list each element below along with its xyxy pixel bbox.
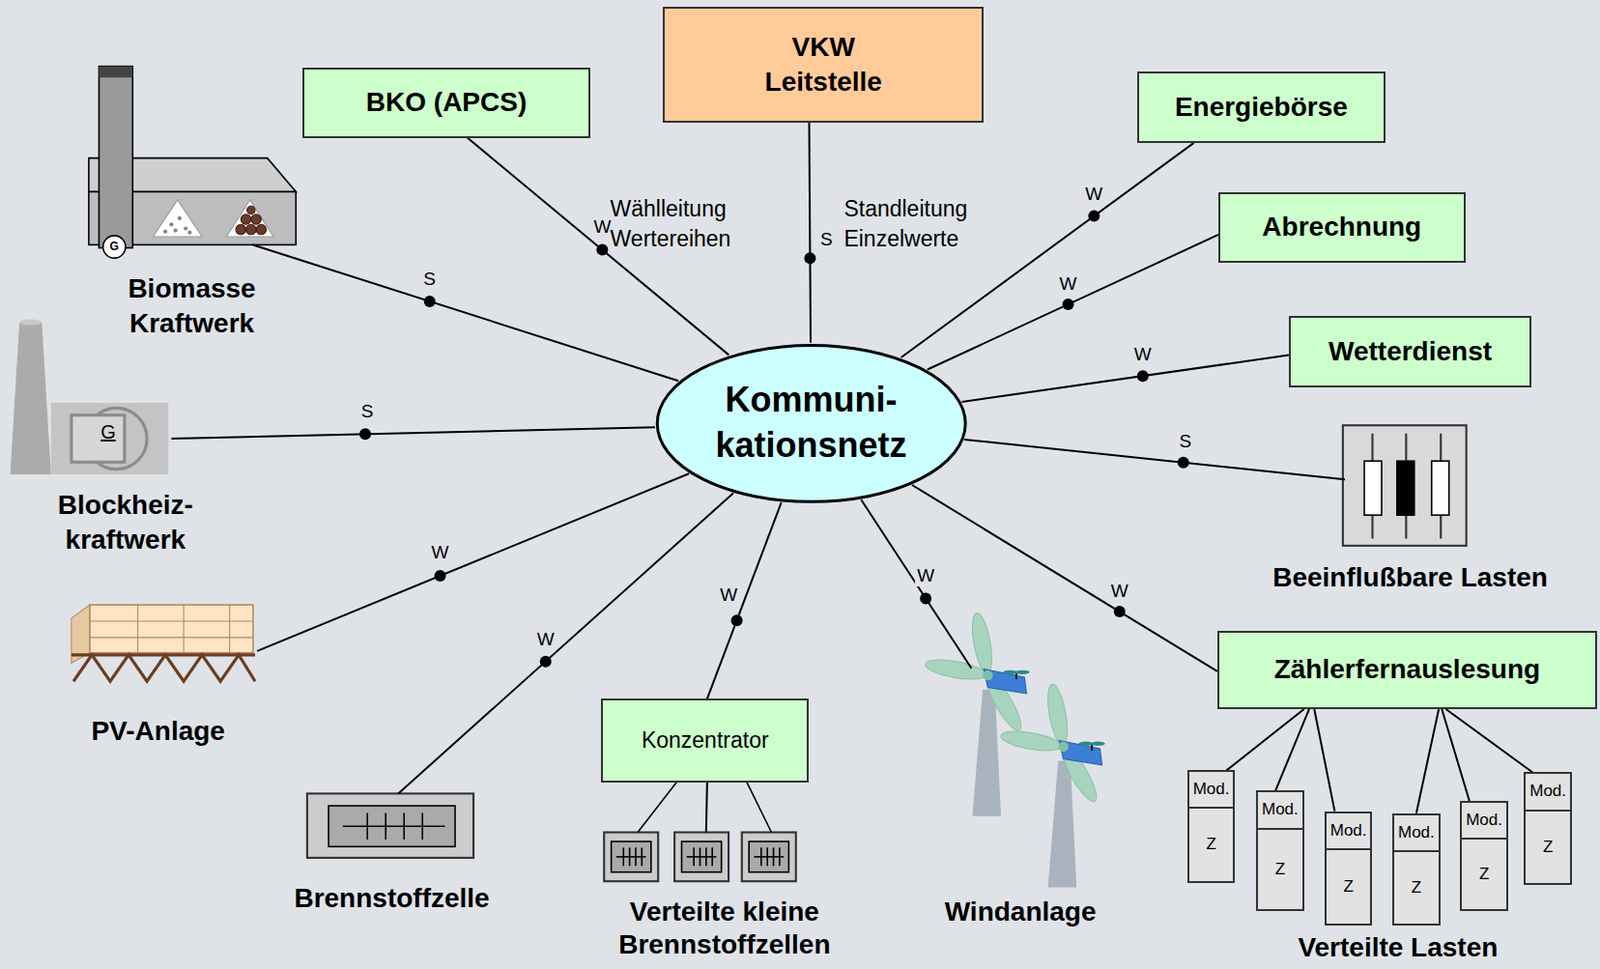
generator-mark: G: [110, 238, 119, 255]
connector-line: [706, 782, 708, 833]
line-type-label: S: [1177, 431, 1195, 453]
module-label: Mod.: [1326, 813, 1372, 851]
meter-box: Mod.Z: [1187, 770, 1235, 883]
line-dot: [803, 252, 816, 264]
line-dot: [1087, 210, 1100, 223]
node-label: Biomasse Kraftwerk: [99, 271, 284, 343]
module-label: Mod.: [1525, 773, 1572, 811]
connector-line: [860, 499, 972, 668]
line-type-label: W: [717, 585, 740, 606]
connector-line: [1314, 709, 1335, 812]
process-box: BKO (APCS): [302, 67, 592, 139]
module-label: Mod.: [1461, 802, 1507, 840]
meter-label: Z: [1525, 811, 1572, 884]
node-label: Brennstoffzelle: [258, 881, 525, 916]
connector-line: [927, 234, 1219, 371]
line-dot: [596, 244, 608, 257]
generator-mark: G: [100, 419, 116, 446]
node-label: VKW Leitstelle: [737, 29, 912, 101]
meter-label: Z: [1189, 808, 1233, 881]
node-label: Konzentrator: [641, 726, 770, 756]
small-fuel-cells: Verteilte kleine Brennstoffzellen: [597, 830, 853, 964]
line-type-note: Wählleitung Wertereihen: [610, 194, 754, 255]
wind-turbines: Windanlage: [923, 630, 1123, 933]
line-dot: [434, 570, 447, 582]
meter-box: Mod.Z: [1459, 800, 1509, 912]
meter-label: Z: [1326, 850, 1372, 924]
node-label: BKO (APCS): [366, 85, 527, 120]
control-center-box: VKW Leitstelle: [662, 6, 984, 122]
line-type-label: S: [359, 401, 376, 423]
connector-line: [1416, 709, 1439, 814]
node-label: Energiebörse: [1174, 89, 1348, 125]
connector-line: [961, 355, 1288, 402]
pv-plant: PV-Anlage: [66, 600, 261, 753]
ellipse-outline: [655, 342, 968, 505]
line-dot: [540, 656, 552, 668]
process-box: Abrechnung: [1218, 192, 1466, 264]
line-type-label: W: [1132, 344, 1154, 366]
node-label: Kommuni- kationsnetz: [688, 377, 934, 469]
process-box: Zählerfernauslesung: [1217, 630, 1598, 710]
connector-line: [1446, 709, 1534, 773]
node-label: Verteilte kleine Brennstoffzellen: [592, 895, 858, 961]
node-label: PV-Anlage: [66, 714, 251, 749]
module-label: Mod.: [1257, 792, 1303, 829]
connector-line: [707, 502, 782, 699]
line-dot: [919, 592, 932, 604]
meter-label: Z: [1461, 839, 1507, 910]
line-dot: [359, 428, 372, 440]
connector-line: [808, 122, 811, 343]
connector-line: [1275, 709, 1310, 792]
line-type-label: W: [1083, 184, 1105, 205]
line-type-label: W: [914, 566, 937, 587]
process-box: Wetterdienst: [1288, 315, 1532, 388]
line-type-label: W: [591, 217, 613, 238]
line-type-label: S: [421, 269, 438, 290]
line-type-label: S: [818, 229, 835, 251]
module-label: Mod.: [1394, 815, 1440, 853]
line-type-note: Standleitung Einzelwerte: [843, 194, 997, 255]
line-type-label: W: [1109, 581, 1131, 602]
connector-line: [964, 439, 1345, 480]
group-caption: Verteilte Lasten: [1244, 931, 1551, 965]
node-label: Beeinflußbare Lasten: [1241, 560, 1579, 596]
module-label: Mod.: [1189, 771, 1233, 809]
biomass-plant: Biomasse Kraftwerk: [81, 62, 306, 351]
line-dot: [1062, 298, 1075, 311]
node-label: Blockheiz- kraftwerk: [28, 487, 224, 559]
ellipse-shape: [657, 344, 966, 502]
meter-label: Z: [1257, 829, 1303, 911]
line-dot: [731, 614, 743, 627]
line-dot: [1177, 457, 1190, 469]
node-label: Windanlage: [921, 894, 1120, 930]
connector-line: [257, 473, 689, 652]
line-dot: [1137, 370, 1149, 382]
concentrator-box: Konzentrator: [600, 698, 809, 783]
line-dot: [424, 295, 436, 308]
node-label: Zählerfernauslesung: [1274, 652, 1541, 687]
node-label: Wetterdienst: [1328, 334, 1492, 370]
line-type-label: W: [535, 629, 557, 651]
connector-line: [912, 485, 1218, 672]
line-type-label: W: [429, 542, 452, 564]
chp-plant: Blockheiz- kraftwerk: [7, 318, 243, 564]
controllable-loads: Beeinflußbare Lasten: [1239, 423, 1583, 600]
network-ellipse: Kommuni- kationsnetz: [655, 342, 968, 505]
meter-box: Mod.Z: [1324, 811, 1373, 926]
connector-line: [253, 244, 679, 381]
connector-line: [1226, 709, 1304, 771]
connector-line: [171, 427, 656, 439]
line-type-label: W: [1057, 274, 1080, 295]
meter-box: Mod.Z: [1523, 771, 1573, 885]
fuel-cell: Brennstoffzelle: [275, 790, 511, 918]
process-box: Energiebörse: [1137, 71, 1387, 143]
meter-label: Z: [1394, 852, 1440, 924]
meter-box: Mod.Z: [1392, 813, 1442, 926]
line-dot: [1114, 605, 1126, 618]
meter-box: Mod.Z: [1256, 790, 1305, 912]
node-label: Abrechnung: [1261, 209, 1422, 245]
